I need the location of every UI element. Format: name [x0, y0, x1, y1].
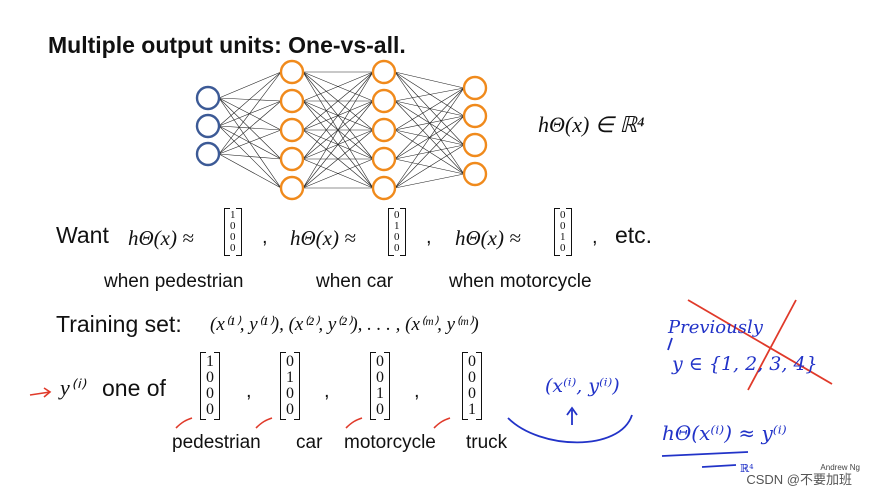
network-edge	[394, 71, 465, 89]
caption-pedestrian: when pedestrian	[104, 271, 244, 292]
hidden-unit	[371, 175, 397, 201]
network-edge	[394, 71, 465, 117]
network-edge	[218, 97, 282, 102]
etc-label: etc.	[615, 222, 653, 248]
output-unit	[462, 103, 488, 129]
network-edge	[394, 144, 465, 189]
network-edge	[218, 97, 282, 131]
training-set-label: Training set:	[56, 311, 182, 337]
input-unit	[195, 113, 221, 139]
class-car: car	[296, 432, 323, 453]
input-unit	[195, 141, 221, 167]
network-edge	[394, 115, 465, 189]
slide-title: Multiple output units: One-vs-all.	[48, 32, 406, 58]
output-unit	[462, 75, 488, 101]
hand-previously: Previously	[667, 317, 764, 338]
network-edge	[302, 71, 374, 160]
network-edge	[218, 129, 282, 155]
output-unit	[462, 132, 488, 158]
network-edge	[218, 71, 282, 127]
hidden-unit	[279, 117, 305, 143]
class-pedestrian: pedestrian	[172, 432, 261, 453]
hypothesis-approx-2: hΘ(x) ≈	[290, 226, 356, 250]
caption-car: when car	[316, 271, 394, 292]
network-edge	[302, 71, 374, 131]
hidden-unit	[371, 88, 397, 114]
class-motorcycle: motorcycle	[344, 432, 436, 453]
network-edge	[218, 97, 282, 189]
want-label: Want	[56, 222, 109, 248]
network-edge	[218, 125, 282, 160]
training-set-expression: (x⁽¹⁾, y⁽¹⁾), (x⁽²⁾, y⁽²⁾), . . . , (x⁽ᵐ…	[210, 314, 479, 335]
hidden-unit	[279, 88, 305, 114]
network-edge	[302, 100, 374, 189]
network-edge	[218, 100, 282, 127]
network-edge	[218, 153, 282, 160]
network-edge	[394, 87, 465, 102]
hidden-unit	[371, 59, 397, 85]
network-edge	[218, 153, 282, 189]
network-edge	[394, 100, 465, 117]
network-edge	[394, 87, 465, 189]
instructor-credit: Andrew Ng	[820, 463, 860, 472]
hypothesis-range: hΘ(x) ∈ ℝ⁴	[538, 112, 645, 137]
hidden-unit	[371, 146, 397, 172]
hypothesis-approx-1: hΘ(x) ≈	[128, 226, 194, 250]
caption-motorcycle: when motorcycle	[449, 271, 592, 292]
hypothesis-approx-3: hΘ(x) ≈	[455, 226, 521, 250]
class-truck: truck	[466, 432, 508, 453]
network-edge	[302, 71, 374, 102]
hand-r4: ℝ⁴	[740, 462, 754, 475]
input-unit	[195, 85, 221, 111]
hidden-unit	[279, 146, 305, 172]
network-edge	[218, 100, 282, 155]
network-edge	[394, 87, 465, 160]
hidden-unit	[279, 59, 305, 85]
one-of-label: one of	[102, 375, 166, 401]
hand-pair: (x⁽ⁱ⁾, y⁽ⁱ⁾)	[545, 375, 620, 397]
network-edge	[302, 71, 374, 189]
network-edge	[218, 71, 282, 155]
hidden-unit	[279, 175, 305, 201]
network-edge	[218, 71, 282, 99]
output-unit	[462, 161, 488, 187]
csdn-watermark: CSDN @不要加班	[746, 472, 852, 487]
hidden-unit	[371, 117, 397, 143]
network-edge	[394, 87, 465, 131]
network-edge	[218, 125, 282, 189]
network-edge	[218, 97, 282, 160]
network-edge	[394, 173, 465, 189]
hand-approx: hΘ(x⁽ⁱ⁾) ≈ y⁽ⁱ⁾	[662, 421, 787, 445]
y-i-symbol: y⁽ⁱ⁾	[60, 375, 85, 400]
network-edge	[302, 158, 374, 189]
network-edge	[302, 129, 374, 189]
network-edge	[218, 125, 282, 131]
network-edge	[394, 115, 465, 131]
hand-set: y ∈ {1, 2, 3, 4}	[671, 353, 818, 375]
